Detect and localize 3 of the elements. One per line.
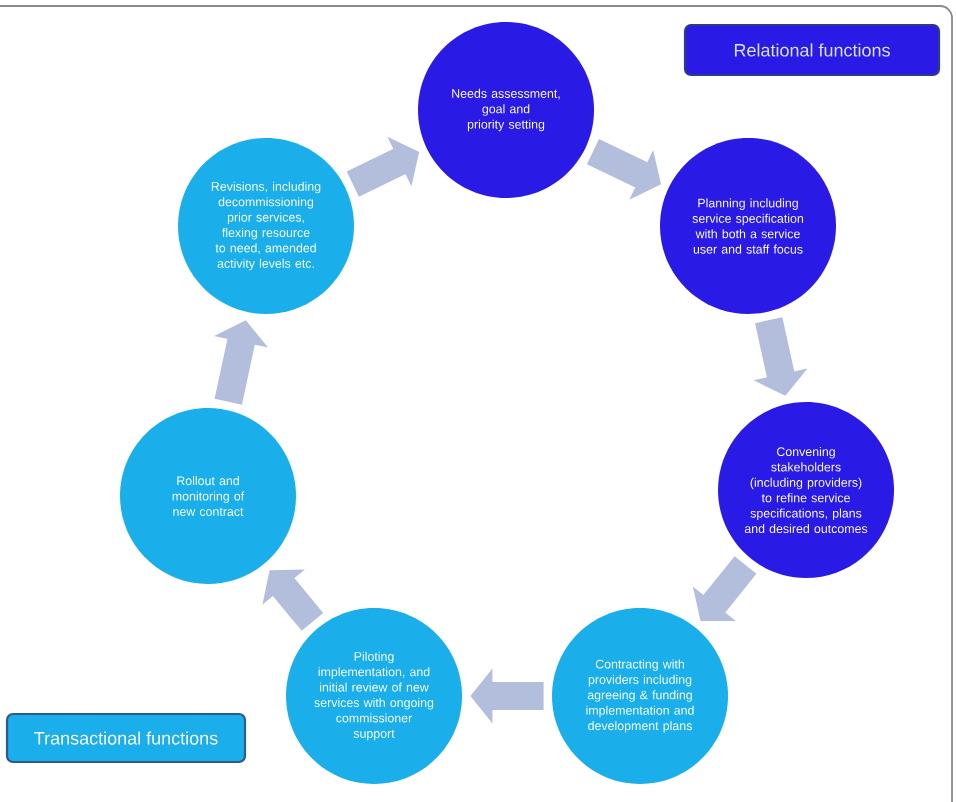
block-arrow (262, 569, 324, 631)
category-box: Relational functions (683, 23, 941, 77)
category-box: Transactional functions (5, 712, 247, 764)
